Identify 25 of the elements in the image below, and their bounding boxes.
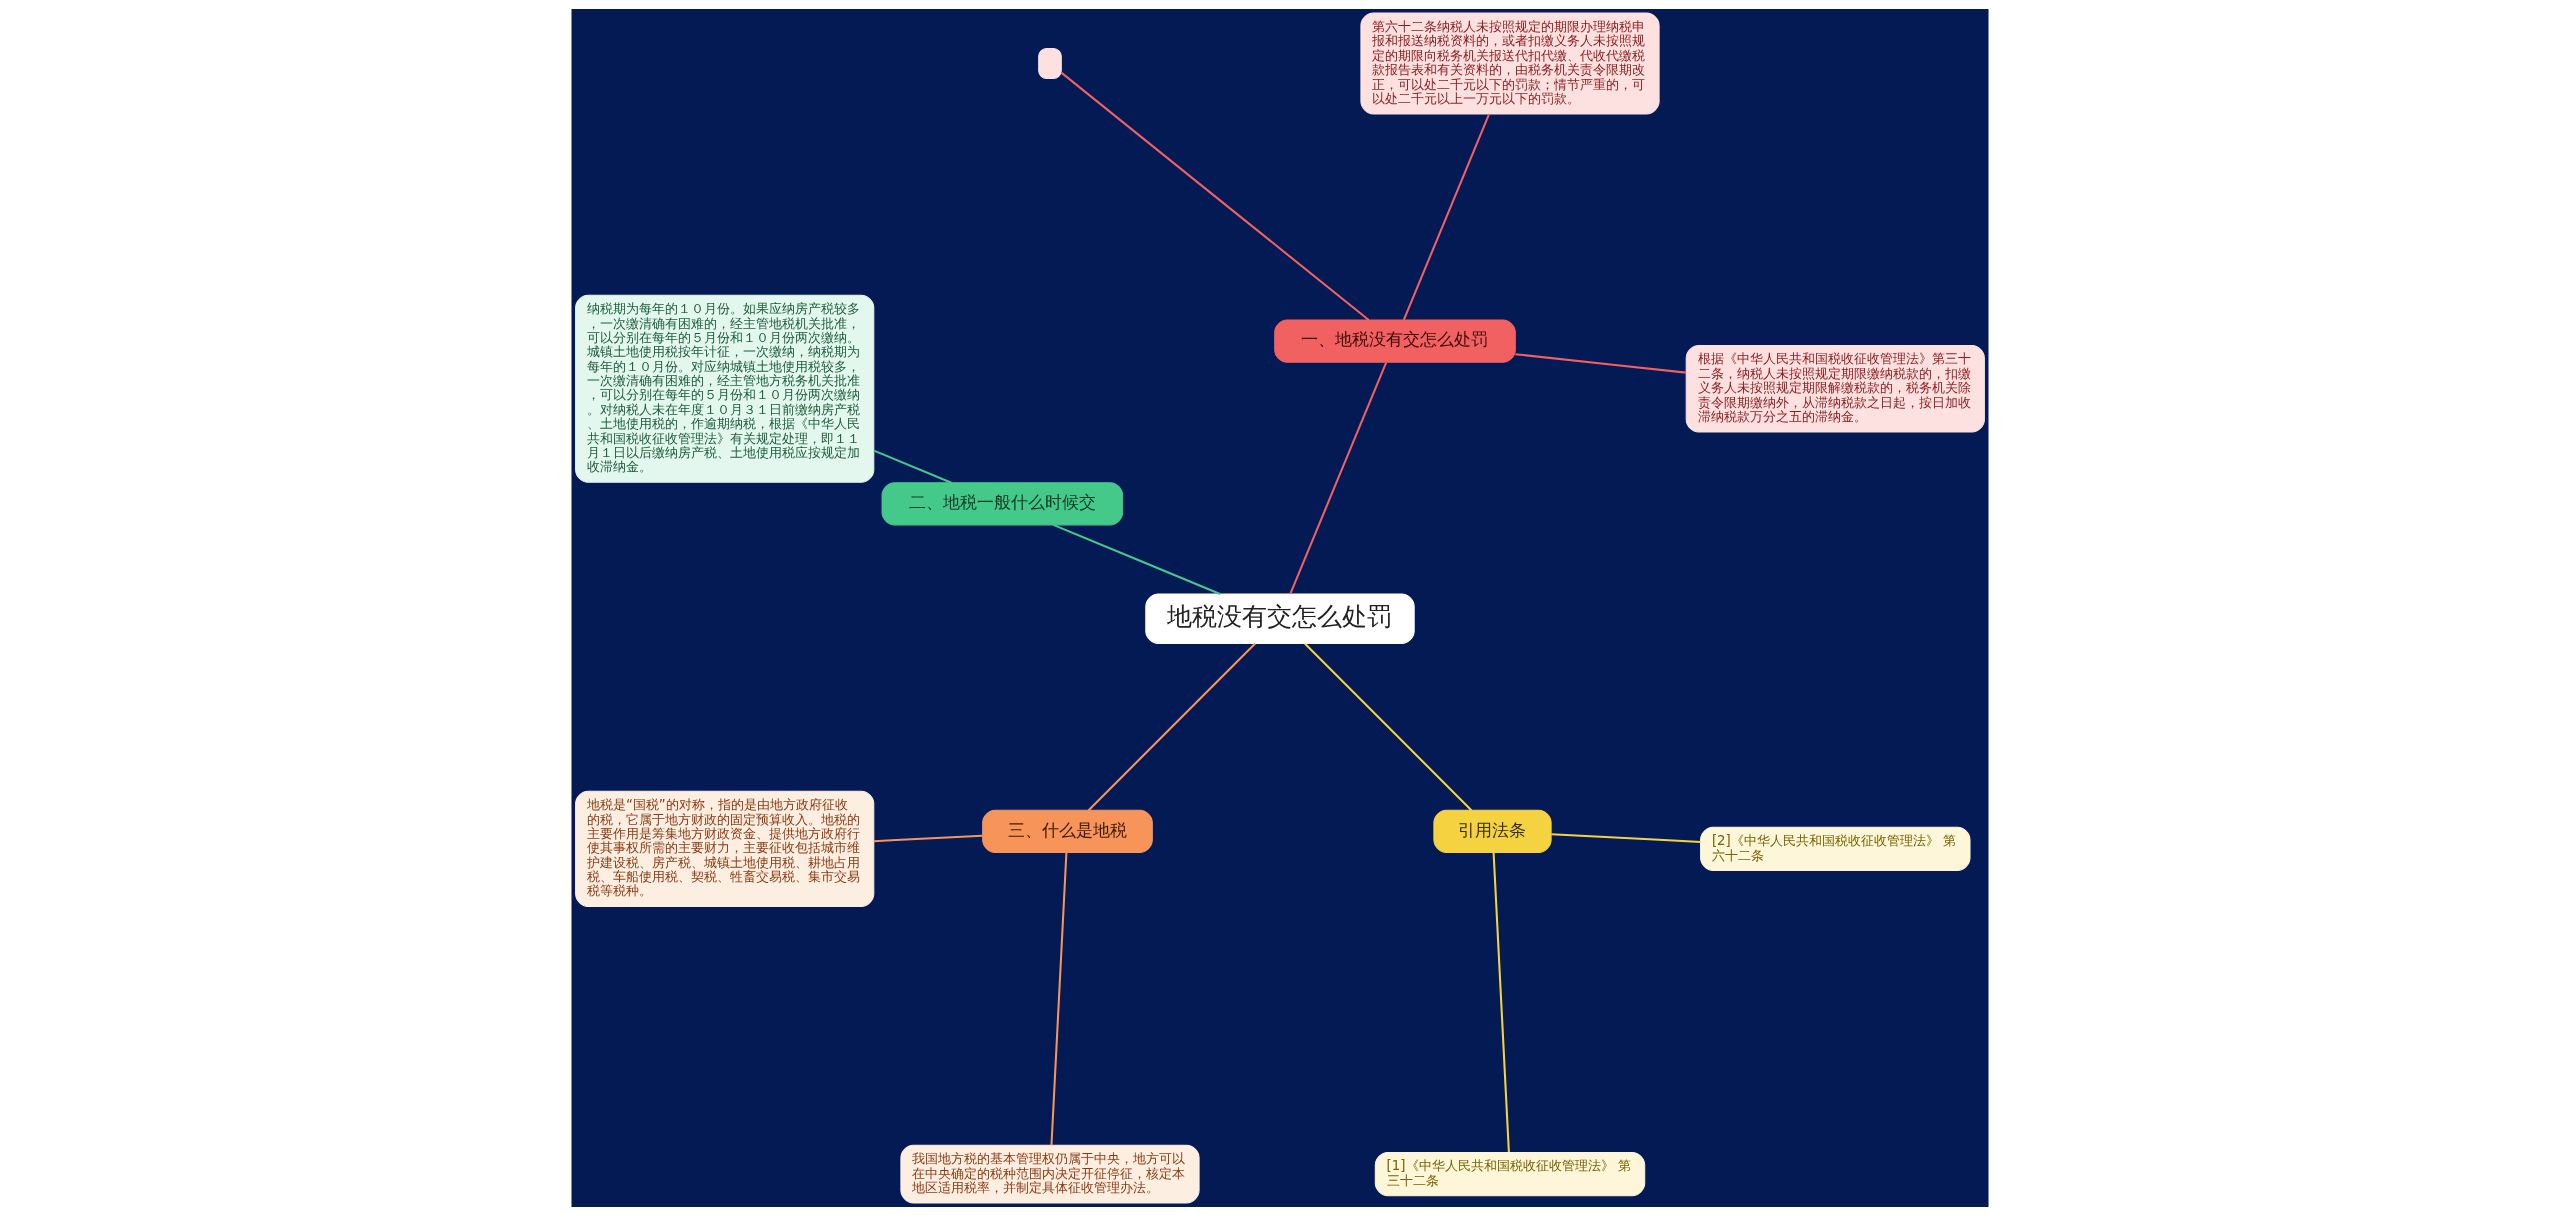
connector xyxy=(873,834,983,842)
connector xyxy=(1304,642,1473,811)
node-box: 引用法条 xyxy=(1433,809,1552,853)
node-box: 一、地税没有交怎么处罚 xyxy=(1274,319,1516,363)
node-box: 我国地方税的基本管理权仍属于中央，地方可以在中央确定的税种范围内决定开征停征，核定本地区适用税率，并制定具体征收管理办法。 xyxy=(900,1144,1200,1203)
node-box: 地税没有交怎么处罚 xyxy=(1145,593,1415,644)
connector xyxy=(1402,113,1490,320)
connector xyxy=(1060,71,1370,321)
connector xyxy=(873,449,952,484)
node-box: [1]《中华人民共和国税收征收管理法》 第三十二条 xyxy=(1374,1151,1646,1196)
node-box: 第六十二条纳税人未按照规定的期限办理纳税申报和报送纳税资料的，或者扣缴义务人未按照规定的期限向税务机关报送代扣代缴、代收代缴税款报告表和有关资料的，由税务机关责令限期改正，可以处二千元以下的罚款；情节严重的，可以处二千元以上一万元以下的罚款。 xyxy=(1360,12,1660,114)
connector xyxy=(1492,851,1510,1152)
connector xyxy=(1052,523,1221,595)
node-box: [2]《中华人民共和国税收征收管理法》 第六十二条 xyxy=(1700,826,1971,871)
node-box: 二、地税一般什么时候交 xyxy=(881,481,1124,525)
node-box: 纳税期为每年的１０月份。如果应纳房产税较多，一次缴清确有困难的，经主管地税机关批准，可以分别在每年的５月份和１０月份两次缴纳。城镇土地使用税按年计征，一次缴纳，纳税期为每年的１０月份。对应纳城镇土地使用税较多，一次缴清确有困难的，经主管地方税务机关批准，可以分别在每年的５月份和１０月份两次缴纳。对纳税人未在年度１０月３１日前缴纳房产税、土地使用税的，作逾期纳税，根据《中华人民共和国税收征收管理法》有关规定处理，即１１月１日以后缴纳房产税、土地使用税应按规定加收滞纳金。 xyxy=(575,294,875,483)
connector xyxy=(1050,851,1068,1145)
connector xyxy=(1289,361,1388,594)
connector xyxy=(1087,642,1256,811)
node-box: 三、什么是地税 xyxy=(982,809,1153,853)
connector xyxy=(1551,832,1701,843)
node-box: 根据《中华人民共和国税收征收管理法》第三十二条，纳税人未按照规定期限缴纳税款的，扣缴义务人未按照规定期限解缴税款的，税务机关除责令限期缴纳外，从滞纳税款之日起，按日加收滞纳税款万分之五的滞纳金。 xyxy=(1685,344,1985,432)
node-box xyxy=(1038,47,1062,79)
node-box: 地税是“国税”的对称，指的是由地方政府征收的税，它属于地方财政的固定预算收入。地税的主要作用是筹集地方财政资金、提供地方政府行使其事权所需的主要财力，主要征收包括城市维护建设税、房产税、城镇土地使用税、耕地占用税、车船使用税、契税、牲畜交易税、集市交易税等税种。 xyxy=(575,790,875,907)
connector xyxy=(1515,352,1687,374)
